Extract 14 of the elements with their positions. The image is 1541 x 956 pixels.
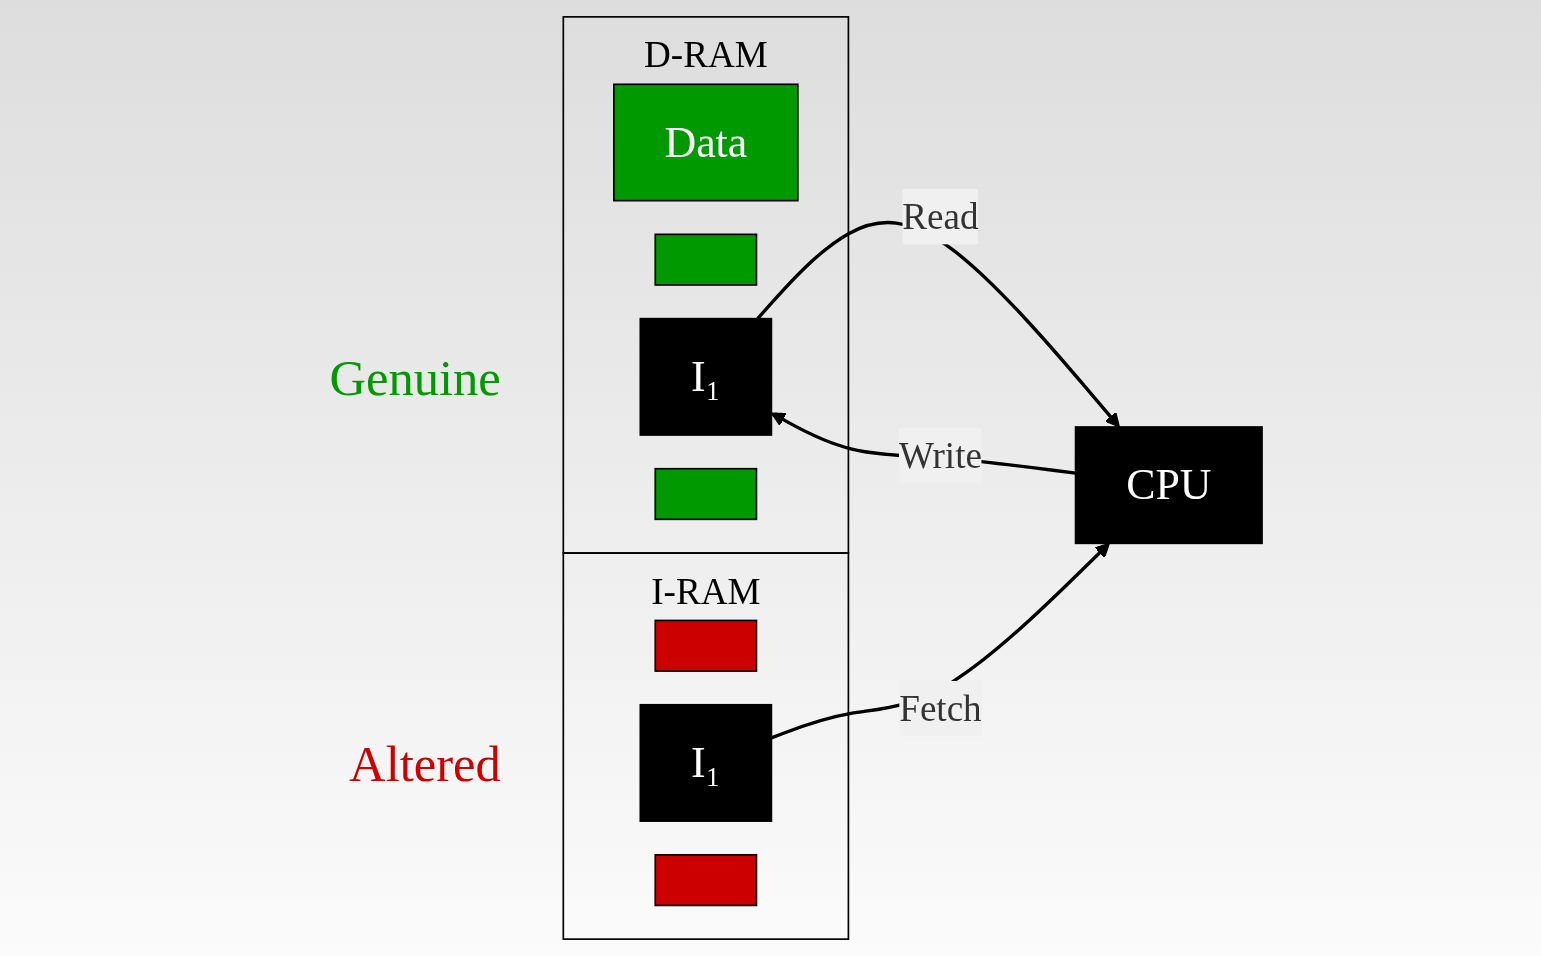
node-box: I₁ xyxy=(639,703,773,822)
node-bar xyxy=(654,233,758,286)
arrow xyxy=(756,220,1121,428)
node-box: Data xyxy=(613,83,799,202)
node-box: I₁ xyxy=(639,317,773,436)
edge-label: Write xyxy=(899,434,983,477)
edge-label: Read xyxy=(902,195,979,238)
node-label: Altered xyxy=(349,735,501,791)
node-bar xyxy=(654,467,758,521)
node-bar xyxy=(654,619,758,672)
node-box: CPU xyxy=(1074,426,1263,545)
node-bar xyxy=(654,854,758,907)
edge-label: Fetch xyxy=(899,687,982,730)
node-label: Genuine xyxy=(329,349,501,405)
